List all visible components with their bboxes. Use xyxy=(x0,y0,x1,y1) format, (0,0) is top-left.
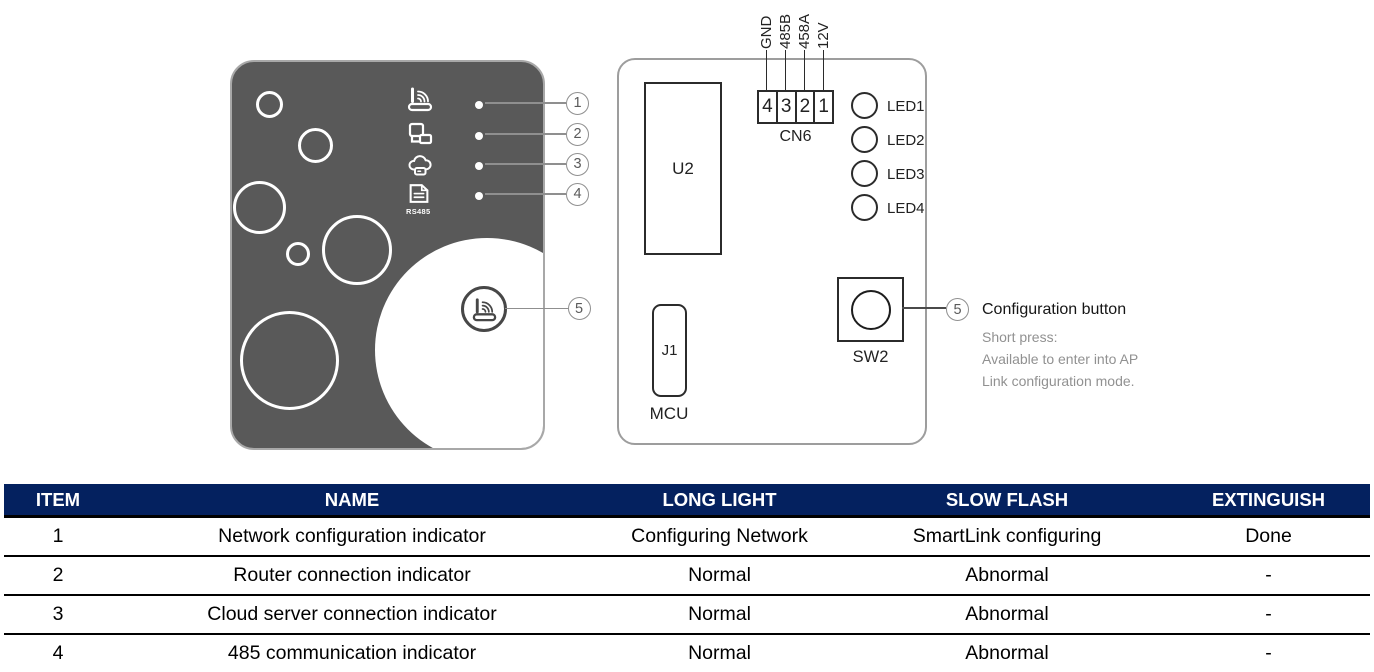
pin-wire xyxy=(784,50,787,90)
table-row: 3 Cloud server connection indicator Norm… xyxy=(4,596,1370,635)
decorative-ring xyxy=(240,311,339,410)
cell-extinguish: Done xyxy=(1245,525,1292,547)
callout-line-2 xyxy=(485,133,566,135)
led-dot-1 xyxy=(475,101,483,109)
indicator-reference-table: ITEM NAME LONG LIGHT SLOW FLASH EXTINGUI… xyxy=(4,484,1370,672)
sw2-button-circle xyxy=(850,289,891,330)
pin-label-12v: 12V xyxy=(814,22,832,49)
callout-number-4: 4 xyxy=(566,182,589,206)
cell-item: 1 xyxy=(52,525,64,547)
u2-chip: U2 xyxy=(644,82,722,255)
table-row: 1 Network configuration indicator Config… xyxy=(4,518,1370,557)
led4-circle xyxy=(851,194,878,221)
sw2-button xyxy=(837,277,904,342)
router-connection-indicator-icon xyxy=(406,120,434,148)
callout-line-4 xyxy=(485,193,566,195)
cloud-connection-indicator-icon xyxy=(406,153,434,181)
callout-number-2: 2 xyxy=(566,122,589,146)
cell-extinguish: - xyxy=(1265,564,1272,586)
table-header-row: ITEM NAME LONG LIGHT SLOW FLASH EXTINGUI… xyxy=(4,484,1370,518)
cell-item: 2 xyxy=(52,564,64,586)
j1-label: J1 xyxy=(661,342,678,359)
led4-label: LED4 xyxy=(887,200,925,217)
decorative-ring xyxy=(298,128,333,163)
cell-item: 3 xyxy=(52,603,64,625)
pin-label-485b: 485B xyxy=(776,13,794,49)
table-row: 2 Router connection indicator Normal Abn… xyxy=(4,557,1370,596)
cn6-pin-3: 3 xyxy=(775,92,795,122)
config-button-detail: Available to enter into AP xyxy=(982,351,1139,367)
cell-item: 4 xyxy=(52,642,64,664)
header-slow-flash: SLOW FLASH xyxy=(945,488,1069,510)
u2-label: U2 xyxy=(672,158,694,178)
header-extinguish: EXTINGUISH xyxy=(1211,488,1326,510)
callout-line-5 xyxy=(505,307,568,309)
pin-wire xyxy=(822,50,825,90)
network-config-indicator-icon xyxy=(406,85,434,113)
decorative-ring xyxy=(233,181,286,234)
rs485-icon-label: RS485 xyxy=(406,207,431,216)
cell-extinguish: - xyxy=(1265,603,1272,625)
config-button-detail: Short press: xyxy=(982,329,1058,345)
table-row: 4 485 communication indicator Normal Abn… xyxy=(4,635,1370,672)
led1-label: LED1 xyxy=(887,98,925,115)
cn6-pin-2: 2 xyxy=(794,92,814,122)
config-button-detail: Link configuration mode. xyxy=(982,373,1135,389)
callout-number-5-right: 5 xyxy=(946,298,969,321)
callout-number-3: 3 xyxy=(566,152,589,176)
callout-number-5: 5 xyxy=(567,297,591,320)
cell-name: Network configuration indicator xyxy=(218,525,486,547)
cn6-pin-1: 1 xyxy=(813,92,832,122)
mcu-label: MCU xyxy=(649,404,689,423)
decorative-ring xyxy=(286,242,310,266)
cn6-label: CN6 xyxy=(779,128,812,145)
cell-slow-flash: Abnormal xyxy=(965,603,1049,625)
pin-label-458a: 458A xyxy=(795,13,813,49)
cell-long-light: Normal xyxy=(688,603,751,625)
j1-chip: J1 xyxy=(652,304,687,397)
decorative-white-disc xyxy=(375,238,543,448)
cell-slow-flash: Abnormal xyxy=(965,642,1049,664)
header-long-light: LONG LIGHT xyxy=(662,488,777,510)
pin-wire xyxy=(765,50,768,90)
led-dot-3 xyxy=(475,162,483,170)
callout-line-1 xyxy=(485,102,566,104)
led-dot-4 xyxy=(475,192,483,200)
pin-wire xyxy=(803,50,806,90)
led3-label: LED3 xyxy=(887,166,925,183)
led-dot-2 xyxy=(475,132,483,140)
cell-long-light: Normal xyxy=(688,564,751,586)
cell-extinguish: - xyxy=(1265,642,1272,664)
sw2-callout-line xyxy=(902,307,946,309)
cell-slow-flash: Abnormal xyxy=(965,564,1049,586)
rs485-indicator-icon xyxy=(406,181,434,209)
cn6-pin-4: 4 xyxy=(762,96,773,117)
led3-circle xyxy=(851,160,878,187)
callout-line-3 xyxy=(485,163,566,165)
cell-slow-flash: SmartLink configuring xyxy=(912,525,1102,547)
cell-name: Router connection indicator xyxy=(233,564,471,586)
cell-name: Cloud server connection indicator xyxy=(207,603,497,625)
sw2-label: SW2 xyxy=(852,348,889,366)
config-button-title: Configuration button xyxy=(982,301,1127,318)
led1-circle xyxy=(851,92,878,119)
header-item: ITEM xyxy=(35,488,81,510)
wifi-module-front-panel: RS485 xyxy=(230,60,545,450)
callout-number-1: 1 xyxy=(566,91,589,115)
decorative-ring xyxy=(322,215,392,285)
cn6-connector: 4 3 2 1 xyxy=(757,90,834,124)
pcb-diagram: U2 4 3 2 1 CN6 LED1 LED2 LED3 LED4 J1 MC… xyxy=(617,58,927,445)
led2-label: LED2 xyxy=(887,132,925,149)
cell-name: 485 communication indicator xyxy=(227,642,477,664)
decorative-ring xyxy=(256,91,283,118)
header-name: NAME xyxy=(324,488,380,510)
pin-label-gnd: GND xyxy=(757,15,775,49)
led2-circle xyxy=(851,126,878,153)
cell-long-light: Configuring Network xyxy=(631,525,808,547)
cell-long-light: Normal xyxy=(688,642,751,664)
configuration-button xyxy=(461,286,507,332)
